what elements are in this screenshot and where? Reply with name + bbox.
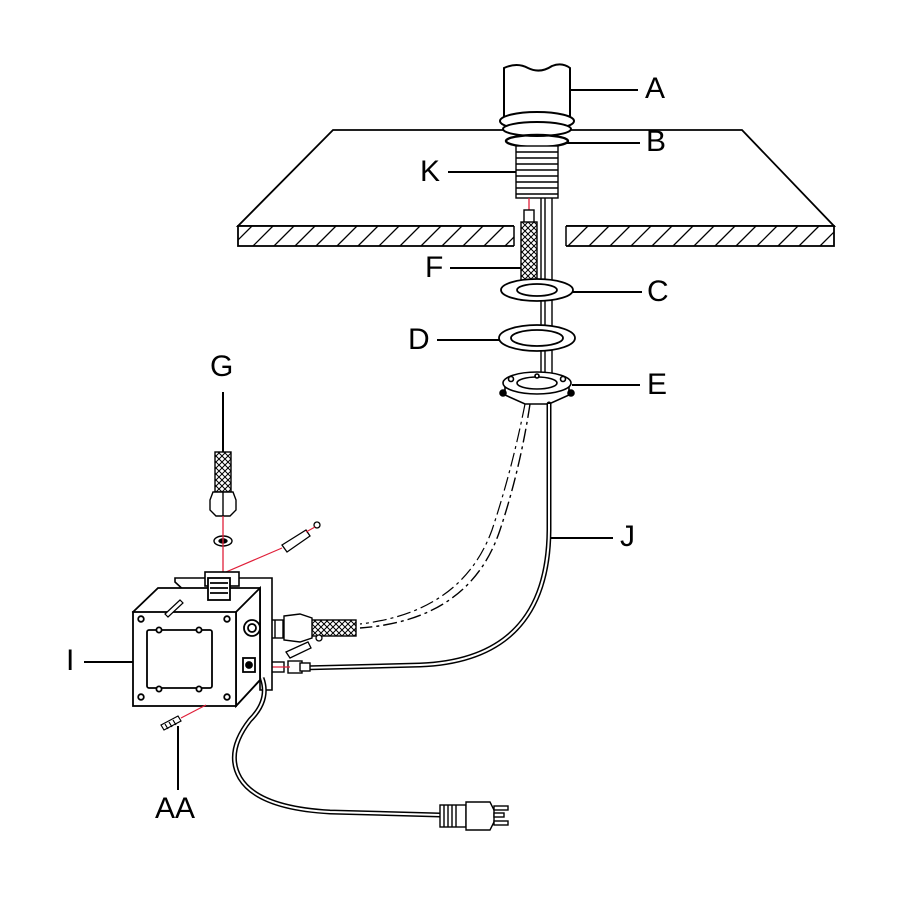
supply-hose (209, 451, 237, 547)
hose-to-valve (262, 613, 357, 643)
box-screw-top (164, 599, 184, 618)
faucet-body (499, 63, 575, 137)
label-a: A (645, 72, 666, 105)
hose-route (359, 403, 531, 629)
mounting-screw (160, 715, 182, 731)
label-e: E (647, 368, 668, 401)
label-aa: AA (155, 792, 196, 825)
countertop-hatching (238, 226, 834, 246)
washer (500, 278, 574, 302)
power-cord (231, 677, 441, 818)
label-g: G (210, 350, 234, 383)
power-plug (439, 801, 509, 831)
wall-anchor-top (281, 521, 321, 553)
gasket (498, 324, 576, 352)
label-i: I (66, 644, 75, 677)
mounting-nut (499, 371, 575, 405)
label-k: K (420, 155, 441, 188)
wall-anchor-bottom (285, 634, 323, 659)
control-box (131, 577, 261, 709)
label-c: C (647, 275, 669, 308)
label-j: J (620, 520, 635, 553)
label-f: F (425, 251, 444, 284)
threaded-shank (515, 145, 559, 199)
label-b: B (646, 125, 667, 158)
leader-lines (84, 89, 642, 790)
label-d: D (408, 323, 430, 356)
